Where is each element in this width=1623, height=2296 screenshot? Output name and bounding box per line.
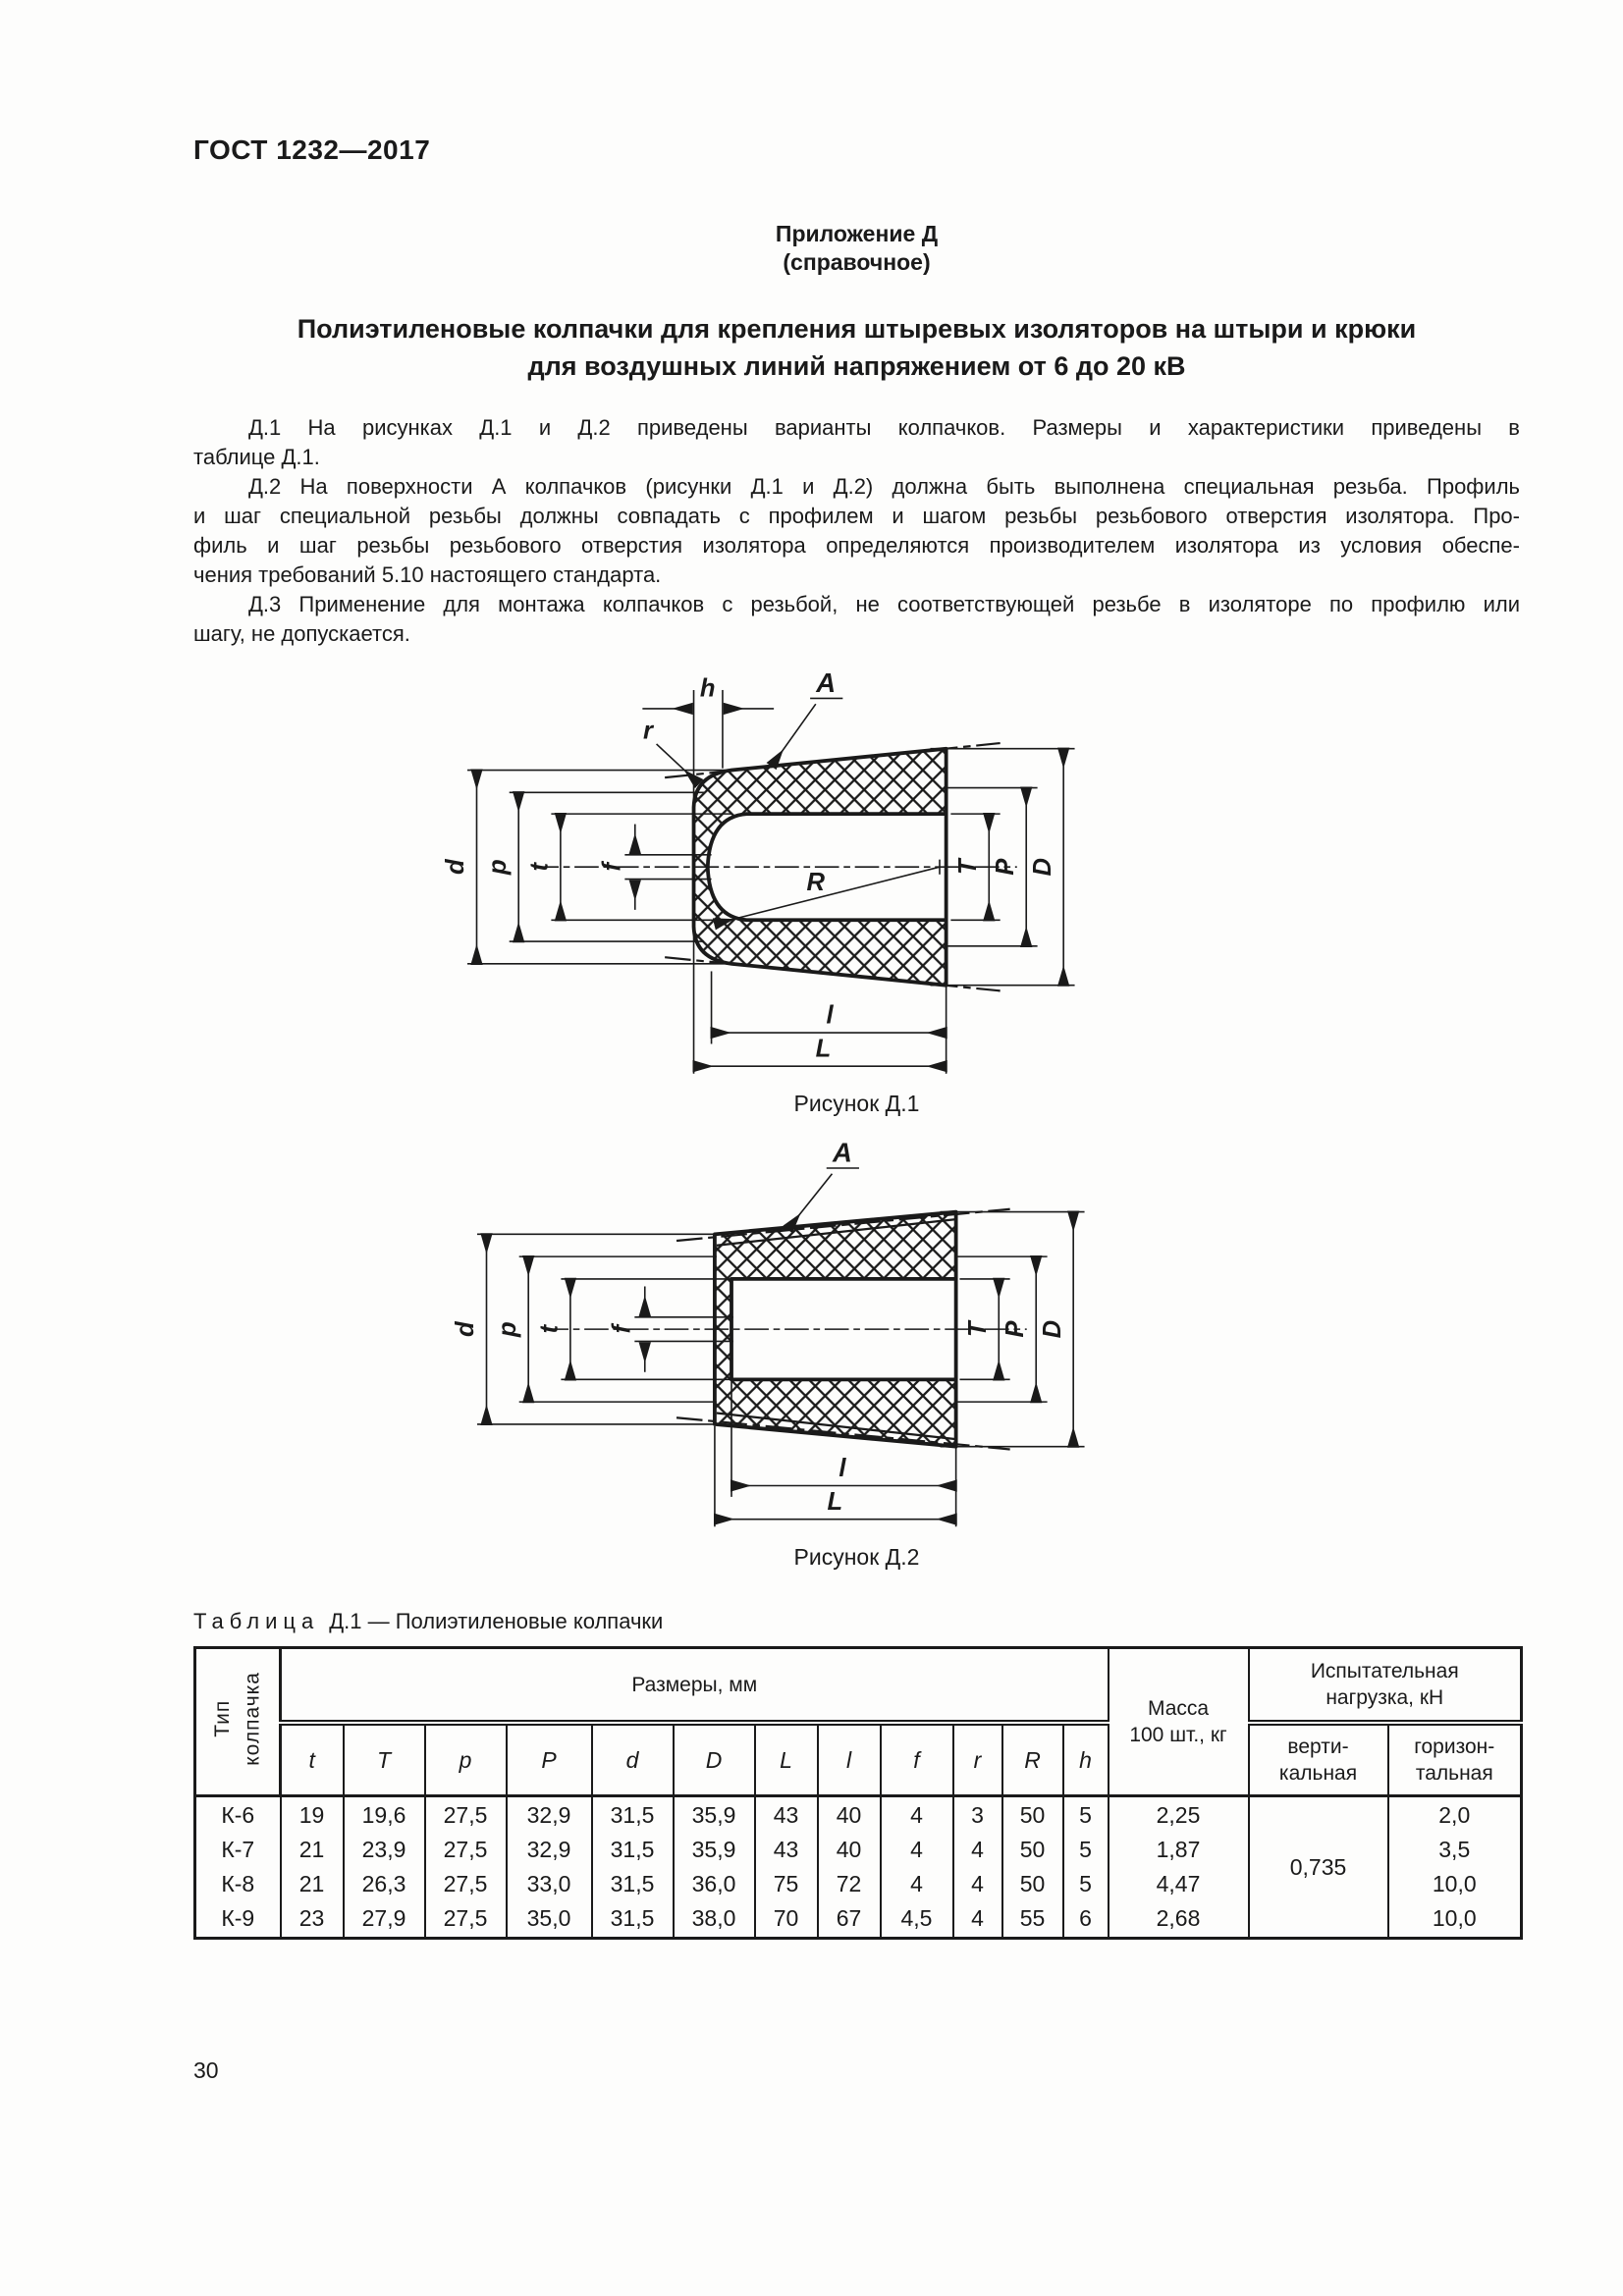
col-header-r: r <box>951 1722 1003 1798</box>
doc-number: ГОСТ 1232—2017 <box>193 134 431 165</box>
dim-label-T: T <box>964 1319 992 1337</box>
figure-d2-drawing: A d p t <box>452 1138 1085 1527</box>
dim-label-f: f <box>609 1323 636 1334</box>
figure-d2-caption: Рисунок Д.2 <box>793 1544 920 1571</box>
page-title: Полиэтиленовые колпачки для крепления шт… <box>193 310 1520 385</box>
dim-label-P: P <box>1001 1320 1029 1338</box>
paragraph-d1: Д.1 На рисунках Д.1 и Д.2 приведены вари… <box>193 415 1520 469</box>
col-header-h: h <box>1061 1722 1109 1798</box>
paragraph-d2: Д.2 На поверхности А колпачков (рисунки … <box>193 474 1520 587</box>
dim-label-L: L <box>816 1036 832 1063</box>
figure-d1-caption: Рисунок Д.1 <box>793 1091 920 1117</box>
thread-cone-bottom <box>716 1412 956 1441</box>
dim-label-P: P <box>992 858 1019 876</box>
appendix-note: (справочное) <box>783 249 931 275</box>
figure-d1-drawing: h r A d p <box>442 667 1075 1074</box>
dim-label-l: l <box>826 1002 834 1030</box>
col-header-D: D <box>672 1722 756 1798</box>
col-header-vertical: верти-кальная <box>1247 1722 1389 1798</box>
dim-label-L: L <box>827 1488 842 1516</box>
col-header-horizontal: горизон-тальная <box>1386 1722 1523 1798</box>
dim-label-h: h <box>700 675 716 703</box>
col-header-p: p <box>423 1722 508 1798</box>
dim-label-t: t <box>536 1324 564 1334</box>
col-header-L: L <box>753 1722 819 1798</box>
col-header-d: d <box>590 1722 675 1798</box>
surface-a-line-top <box>676 1207 1010 1243</box>
dim-label-D: D <box>1039 1320 1066 1339</box>
col-header-f: f <box>879 1722 954 1798</box>
surface-a-label: A <box>832 1138 852 1168</box>
cell-vertical-load: 0,735 <box>1247 1794 1389 1940</box>
dim-label-d: d <box>442 858 469 875</box>
dim-label-T: T <box>954 857 982 875</box>
appendix-label: Приложение Д <box>775 221 939 246</box>
dim-label-p: p <box>494 1322 521 1339</box>
table-caption: Таблица Д.1 — Полиэтиленовые колпачки <box>193 1609 1520 1634</box>
dim-label-t: t <box>526 861 554 871</box>
col-header-l: l <box>816 1722 882 1798</box>
dim-label-D: D <box>1029 858 1056 877</box>
table-caption-rest: Д.1 — Полиэтиленовые колпачки <box>329 1609 664 1634</box>
dim-label-r: r <box>643 717 655 744</box>
figure-d1: h r A d p <box>193 653 1520 1118</box>
col-group-sizes: Размеры, мм <box>279 1646 1109 1727</box>
dim-label-f: f <box>599 860 626 871</box>
paragraph-d3: Д.3 Применение для монтажа колпачков с р… <box>193 592 1520 646</box>
table-caption-word: Таблица <box>193 1609 320 1634</box>
col-header-t: t <box>279 1722 345 1798</box>
col-header-P: P <box>505 1722 593 1798</box>
figure-d2: A d p t <box>193 1132 1520 1572</box>
dim-label-l: l <box>839 1455 846 1482</box>
thread-cone-top <box>716 1218 956 1248</box>
dim-label-d: d <box>452 1320 479 1337</box>
col-header-R: R <box>1001 1722 1064 1798</box>
page-number: 30 <box>193 2057 219 2083</box>
title-line-1: Полиэтиленовые колпачки для крепления шт… <box>297 314 1417 344</box>
page-content: Приложение Д (справочное) Полиэтиленовые… <box>193 220 1524 1941</box>
surface-a-label: A <box>815 667 836 698</box>
dim-label-p: p <box>484 859 512 876</box>
col-header-T: T <box>342 1722 426 1798</box>
title-line-2: для воздушных линий напряжением от 6 до … <box>527 351 1186 381</box>
dim-label-R: R <box>807 869 826 896</box>
